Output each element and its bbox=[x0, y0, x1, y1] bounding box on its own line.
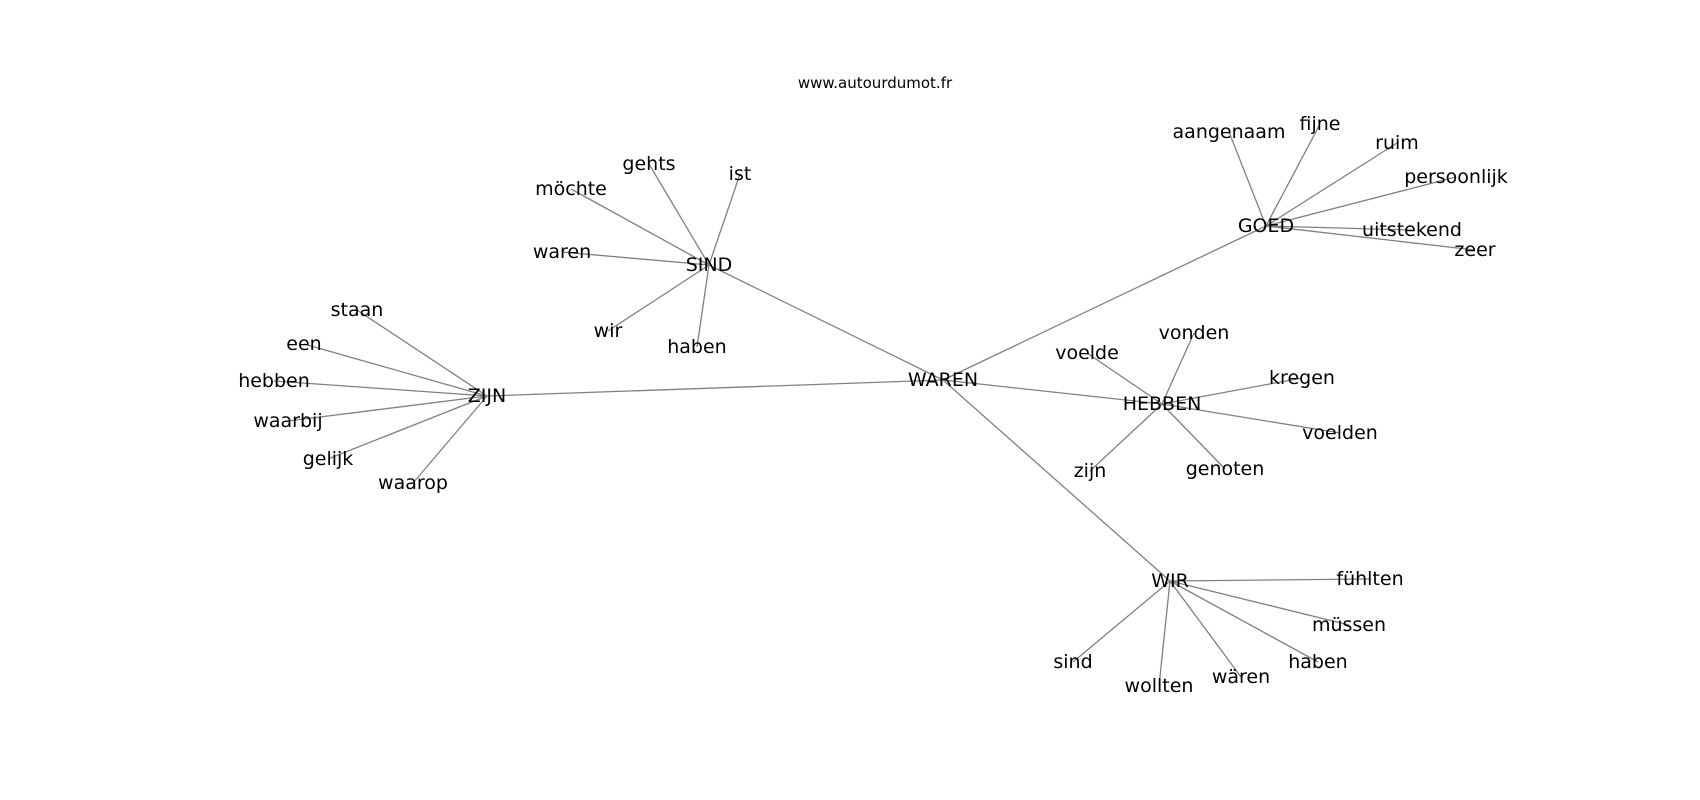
edge-wir-c-to-wir-mussen bbox=[1169, 580, 1350, 626]
node-sind-c: SIND bbox=[686, 254, 733, 276]
edge-zijn-c-to-zijn-een bbox=[303, 343, 488, 397]
node-wir-haben: haben bbox=[1288, 651, 1347, 673]
edge-hebben-c-to-hebben-voelde bbox=[1086, 352, 1163, 405]
edge-zijn-c-to-zijn-waarbij bbox=[287, 395, 488, 422]
node-wir-mussen: müssen bbox=[1312, 614, 1386, 636]
edge-sind-c-to-sind-haben bbox=[696, 264, 710, 348]
node-goed-aangenaam: aangenaam bbox=[1173, 121, 1286, 143]
node-zijn-staan: staan bbox=[331, 299, 384, 321]
node-sind-mochte: möchte bbox=[535, 178, 607, 200]
node-zijn-een: een bbox=[286, 333, 321, 355]
node-waren-c: WAREN bbox=[908, 369, 978, 391]
edge-zijn-c-to-zijn-waarop bbox=[412, 395, 488, 484]
edge-zijn-c-to-zijn-gelijk bbox=[327, 395, 488, 460]
edge-hebben-c-to-hebben-zijn bbox=[1089, 403, 1163, 472]
node-goed-uitstekend: uitstekend bbox=[1362, 219, 1462, 241]
edge-waren-c-to-sind-c bbox=[708, 264, 944, 381]
node-wir-c: WIR bbox=[1151, 570, 1189, 592]
node-sind-gehts: gehts bbox=[622, 153, 675, 175]
node-hebben-c: HEBBEN bbox=[1123, 393, 1202, 415]
node-sind-haben: haben bbox=[667, 336, 726, 358]
edge-wir-c-to-wir-waren bbox=[1169, 580, 1242, 678]
edge-goed-c-to-goed-uitstekend bbox=[1265, 225, 1413, 231]
edge-waren-c-to-zijn-c bbox=[486, 379, 944, 397]
edge-goed-c-to-goed-zeer bbox=[1265, 225, 1476, 251]
node-hebben-genoten: genoten bbox=[1186, 458, 1265, 480]
edge-sind-c-to-sind-wir bbox=[607, 264, 710, 332]
node-zijn-waarbij: waarbij bbox=[253, 410, 322, 432]
graph-edges bbox=[273, 123, 1476, 687]
edge-goed-c-to-goed-ruim bbox=[1265, 142, 1398, 227]
node-hebben-vonden: vonden bbox=[1159, 322, 1230, 344]
edge-wir-c-to-wir-fuhlten bbox=[1169, 578, 1371, 582]
node-goed-persoonlijk: persoonlijk bbox=[1404, 166, 1508, 188]
edge-goed-c-to-goed-aangenaam bbox=[1228, 131, 1267, 227]
node-wir-fuhlten: fühlten bbox=[1336, 568, 1403, 590]
node-goed-fijne: fijne bbox=[1300, 113, 1341, 135]
node-goed-ruim: ruim bbox=[1375, 132, 1419, 154]
node-goed-c: GOED bbox=[1238, 215, 1294, 237]
node-wir-wollten: wollten bbox=[1125, 675, 1194, 697]
node-wir-sind: sind bbox=[1053, 651, 1092, 673]
edge-sind-c-to-sind-ist bbox=[708, 173, 741, 266]
node-hebben-kregen: kregen bbox=[1269, 367, 1335, 389]
node-goed-zeer: zeer bbox=[1454, 239, 1495, 261]
edge-waren-c-to-hebben-c bbox=[942, 379, 1163, 405]
edge-zijn-c-to-zijn-staan bbox=[356, 309, 488, 397]
edge-waren-c-to-wir-c bbox=[942, 379, 1171, 582]
node-sind-wir: wir bbox=[594, 320, 623, 342]
node-sind-ist: ist bbox=[729, 163, 752, 185]
edge-hebben-c-to-hebben-kregen bbox=[1161, 377, 1303, 405]
node-zijn-waarop: waarop bbox=[378, 472, 448, 494]
edge-sind-c-to-sind-waren bbox=[561, 251, 710, 266]
edge-goed-c-to-goed-fijne bbox=[1265, 123, 1321, 227]
node-hebben-zijn: zijn bbox=[1074, 460, 1107, 482]
edge-hebben-c-to-hebben-voelden bbox=[1161, 403, 1341, 434]
edge-hebben-c-to-hebben-genoten bbox=[1161, 403, 1226, 470]
node-hebben-voelden: voelden bbox=[1302, 422, 1378, 444]
edge-wir-c-to-wir-sind bbox=[1072, 580, 1171, 663]
edge-wir-c-to-wir-wollten bbox=[1158, 580, 1171, 687]
edge-waren-c-to-goed-c bbox=[942, 225, 1267, 381]
edge-hebben-c-to-hebben-vonden bbox=[1161, 332, 1195, 405]
edge-sind-c-to-sind-gehts bbox=[648, 163, 710, 266]
node-zijn-hebben: hebben bbox=[238, 370, 310, 392]
site-credit: www.autourdumot.fr bbox=[798, 74, 953, 92]
node-hebben-voelde: voelde bbox=[1055, 342, 1119, 364]
node-zijn-gelijk: gelijk bbox=[303, 448, 354, 470]
graph-nodes: WAREN SIND ZIJN GOED HEBBEN WIR möchte gehts ist… bbox=[238, 113, 1508, 697]
edge-sind-c-to-sind-mochte bbox=[570, 188, 710, 266]
node-zijn-c: ZIJN bbox=[468, 385, 506, 407]
node-wir-waren: wären bbox=[1212, 666, 1270, 688]
node-sind-waren: waren bbox=[533, 241, 591, 263]
edge-wir-c-to-wir-haben bbox=[1169, 580, 1319, 663]
edge-goed-c-to-goed-persoonlijk bbox=[1265, 176, 1457, 227]
edge-zijn-c-to-zijn-hebben bbox=[273, 380, 488, 397]
